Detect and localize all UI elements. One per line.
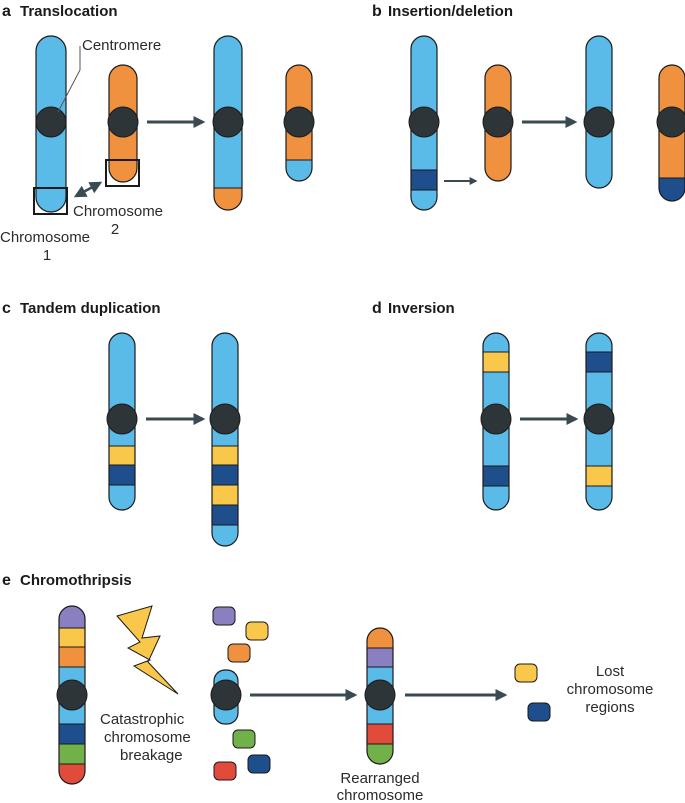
fragment-centromere xyxy=(210,669,242,725)
donor-chromosome xyxy=(408,35,440,211)
panel-a: a Translocation Centromere Chromosome 2 … xyxy=(0,3,315,264)
centromere-icon xyxy=(656,106,685,138)
fragment-yellow xyxy=(245,621,269,641)
centromere-icon xyxy=(408,106,440,138)
fragment-red xyxy=(213,761,237,781)
deleted-chromosome xyxy=(583,35,615,189)
panel-e: e Chromothripsis Catastr xyxy=(2,572,653,803)
breakage-label-line2: chromosome xyxy=(104,729,191,746)
panel-c: c Tandem duplication xyxy=(2,300,241,547)
panel-a-letter: a xyxy=(2,3,11,20)
chromosome-1 xyxy=(35,35,67,213)
chromosome-2-label-line1: Chromosome xyxy=(73,203,163,220)
panel-d: d Inversion xyxy=(372,300,615,511)
centromere-icon xyxy=(480,403,512,435)
centromere-icon xyxy=(364,679,396,711)
lost-label-line3: regions xyxy=(585,699,634,716)
centromere-icon xyxy=(107,106,139,138)
panel-e-letter: e xyxy=(2,572,11,589)
chromosome-1-label-line2: 1 xyxy=(43,247,51,264)
original-chromosome-e xyxy=(56,605,88,785)
chromosome-2 xyxy=(107,64,139,183)
centromere-icon xyxy=(583,106,615,138)
fragment-dark-blue xyxy=(247,754,271,774)
inserted-chromosome xyxy=(656,64,685,202)
fragment-orange xyxy=(227,643,251,663)
inverted-chromosome xyxy=(583,332,615,511)
rearranged-chromosome xyxy=(364,627,396,765)
breakage-label-line3: breakage xyxy=(120,747,183,764)
chromosome-2-label-line2: 2 xyxy=(111,221,119,238)
panel-c-letter: c xyxy=(2,300,11,317)
panel-b: b Insertion/deletion xyxy=(372,3,685,211)
centromere-icon xyxy=(209,403,241,435)
rearranged-label-line1: Rearranged xyxy=(340,770,419,787)
chromosome-2-region-box xyxy=(105,159,140,187)
translocated-chromosome-1 xyxy=(212,35,244,211)
fragment-green xyxy=(232,729,256,749)
panel-b-title: Insertion/deletion xyxy=(388,3,513,20)
centromere-pointer xyxy=(57,46,81,113)
panel-a-title: Translocation xyxy=(20,3,118,20)
centromere-icon xyxy=(482,106,514,138)
rearranged-label-line2: chromosome xyxy=(337,787,424,803)
panel-e-title: Chromothripsis xyxy=(20,572,132,589)
centromere-icon xyxy=(56,679,88,711)
panel-c-title: Tandem duplication xyxy=(20,300,161,317)
lost-fragment-dark-blue xyxy=(527,702,551,722)
swap-arrow xyxy=(73,181,103,198)
original-chromosome-d xyxy=(480,332,512,511)
centromere-label: Centromere xyxy=(82,37,161,54)
lost-fragment-yellow xyxy=(514,663,538,683)
lost-label-line2: chromosome xyxy=(567,681,654,698)
centromere-icon xyxy=(35,106,67,138)
fragment-purple xyxy=(212,606,236,626)
lightning-bolt-icon xyxy=(116,605,179,695)
panel-d-letter: d xyxy=(372,300,382,317)
centromere-icon xyxy=(212,106,244,138)
duplicated-chromosome xyxy=(209,332,241,547)
centromere-icon xyxy=(210,679,242,711)
centromere-icon xyxy=(583,403,615,435)
lost-label-line1: Lost xyxy=(596,663,625,680)
centromere-icon xyxy=(283,106,315,138)
translocated-chromosome-2 xyxy=(283,64,315,182)
panel-d-title: Inversion xyxy=(388,300,455,317)
recipient-chromosome xyxy=(482,64,514,182)
panel-b-letter: b xyxy=(372,3,382,20)
breakage-label-line1: Catastrophic xyxy=(100,711,185,728)
original-chromosome-c xyxy=(106,332,138,511)
chromosome-1-region-box xyxy=(33,187,68,215)
centromere-icon xyxy=(106,403,138,435)
chromosome-1-label-line1: Chromosome xyxy=(0,229,90,246)
